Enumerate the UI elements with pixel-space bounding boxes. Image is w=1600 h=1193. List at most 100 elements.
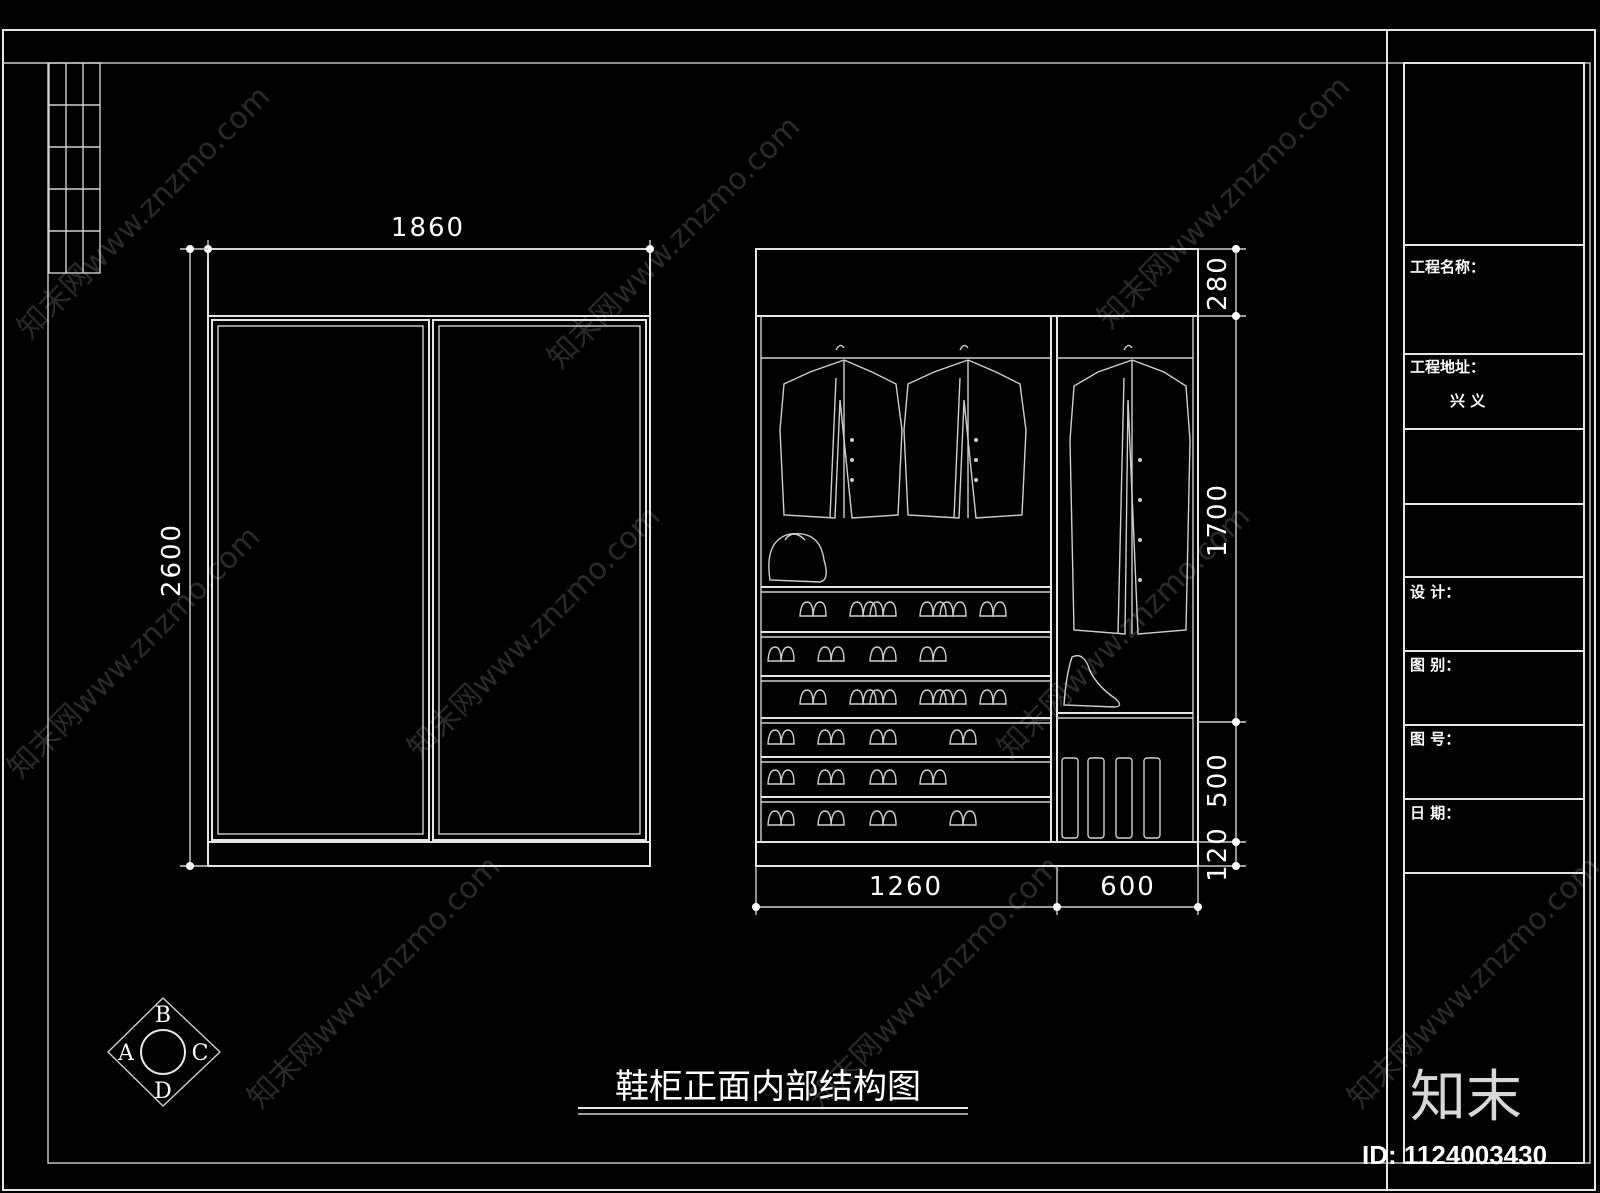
shoe-icon (949, 729, 964, 745)
project-name-label: 工程名称： (1410, 258, 1485, 276)
shoe-icon (882, 729, 897, 745)
hanging-coat-icon (903, 344, 1027, 519)
shoe-icon (882, 601, 897, 617)
shoe-icon (919, 689, 934, 705)
shoe-icon (919, 601, 934, 617)
shoe-icon (780, 729, 795, 745)
shoe-icon (849, 601, 864, 617)
shoe-icon (869, 646, 884, 662)
shoe-icon (952, 601, 967, 617)
shoe-icon (932, 601, 947, 617)
shoe-icon (869, 689, 884, 705)
project-address-label: 工程地址： (1410, 358, 1485, 376)
shoe-icon (767, 769, 782, 785)
handbag-icon (1063, 654, 1121, 708)
watermark-text: 知末网www.znzmo.com (401, 499, 667, 765)
shoe-icon (869, 601, 884, 617)
shoe-icon (767, 646, 782, 662)
long-coat-icon (1069, 344, 1191, 635)
shoe-icon (949, 810, 964, 826)
shoe-icon (932, 689, 947, 705)
front-dimensions: 1860 2600 (157, 213, 654, 870)
compass-label-right: C (192, 1041, 209, 1066)
watermark-text: 知末网www.znzmo.com (1, 519, 267, 785)
shoe-icon (882, 689, 897, 705)
compass-label-bottom: D (154, 1079, 172, 1104)
watermark-id: ID: 1124003430 (1362, 1140, 1547, 1170)
shoe-icon (817, 810, 832, 826)
shoe-icon (812, 689, 827, 705)
shoe-icon (979, 689, 994, 705)
title-block: 工程名称： 工程地址： 兴 义 设 计： 图 别： 图 号： 日 期： (1403, 62, 1585, 1164)
drawing-number-label: 图 号： (1410, 730, 1460, 748)
hanging-coat-icon (779, 344, 903, 519)
shoe-icon (817, 769, 832, 785)
drawing-type-label: 图 别： (1410, 656, 1460, 674)
shoe-icon (939, 601, 954, 617)
watermark-text: 知末网www.znzmo.com (241, 849, 507, 1115)
shoe-shelves (761, 586, 1051, 803)
shoe-icon (799, 601, 814, 617)
height-dimension-label: 2600 (157, 523, 187, 597)
shoe-icon (780, 810, 795, 826)
sliding-door-right (432, 319, 647, 841)
drawing-title: 鞋柜正面内部结构图 (578, 1067, 968, 1115)
shoe-icon (849, 689, 864, 705)
interior-elevation (755, 248, 1199, 867)
shoe-icon (882, 810, 897, 826)
width-dimension-label: 1860 (391, 213, 465, 243)
shoe-icon (780, 769, 795, 785)
interior-dimensions: 280 1700 500 120 1260 600 (752, 245, 1246, 915)
handbag-icon (768, 532, 827, 583)
shoe-icon (939, 689, 954, 705)
shoe-icon (817, 646, 832, 662)
designer-label: 设 计： (1410, 583, 1460, 601)
shoe-icon (919, 769, 934, 785)
shoe-icon (767, 810, 782, 826)
shoe-icon (830, 769, 845, 785)
shoe-icon (979, 601, 994, 617)
watermark-logo: 知末 (1410, 1065, 1522, 1130)
left-width-dimension: 1260 (869, 872, 943, 902)
base-height-dimension: 120 (1203, 826, 1233, 882)
top-height-dimension: 280 (1203, 255, 1233, 311)
shoe-icon (830, 810, 845, 826)
lower-height-dimension: 500 (1203, 752, 1233, 808)
shoe-icon (952, 689, 967, 705)
shoe-icon (962, 729, 977, 745)
shoe-icon (812, 601, 827, 617)
watermark-text: 知末网www.znzmo.com (11, 79, 277, 345)
shoe-pairs (767, 601, 1007, 826)
compass-label-left: A (117, 1041, 135, 1066)
shoe-icon (869, 810, 884, 826)
drawing-frame (2, 29, 1596, 1191)
shoe-icon (767, 729, 782, 745)
shoe-icon (817, 729, 832, 745)
shoe-icon (869, 729, 884, 745)
watermark-text: 知末网www.znzmo.com (541, 109, 807, 375)
shoe-icon (862, 689, 877, 705)
shoe-icon (830, 646, 845, 662)
drawing-title-text: 鞋柜正面内部结构图 (615, 1067, 921, 1107)
sliding-door-left (211, 319, 430, 841)
shoe-icon (869, 769, 884, 785)
legend-grid (48, 62, 101, 274)
shoe-icon (862, 601, 877, 617)
shoe-icon (830, 729, 845, 745)
hanging-height-dimension: 1700 (1203, 483, 1233, 557)
boots-icon (1061, 757, 1161, 839)
shoe-icon (962, 810, 977, 826)
shoe-icon (882, 646, 897, 662)
shoe-icon (919, 646, 934, 662)
shoe-icon (780, 646, 795, 662)
shoe-icon (882, 769, 897, 785)
shoe-icon (799, 689, 814, 705)
right-width-dimension: 600 (1100, 872, 1156, 902)
shoe-icon (932, 646, 947, 662)
compass-icon: B A C D (107, 997, 222, 1107)
date-label: 日 期： (1410, 804, 1460, 822)
compass-label-top: B (155, 1003, 171, 1028)
front-elevation (207, 248, 651, 867)
shoe-icon (992, 601, 1007, 617)
